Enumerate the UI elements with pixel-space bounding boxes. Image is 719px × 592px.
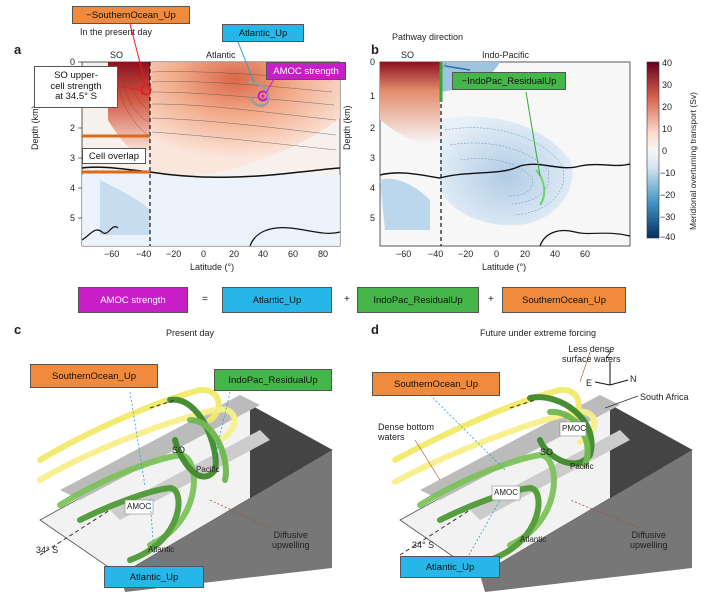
panel-d-label-diffusive: Diffusive upwelling (630, 530, 668, 550)
panel-d-box-southern-ocean-up: SouthernOcean_Up (372, 372, 500, 396)
panel-d-label-south-africa: South Africa (640, 392, 689, 402)
panel-a-letter: a (14, 42, 22, 57)
panel-a-ytick: 4 (70, 183, 76, 193)
compass-n: N (630, 374, 637, 384)
panel-b-xtick: −20 (458, 249, 474, 259)
colorbar-tick: 30 (662, 80, 673, 90)
panel-c-box-southern-ocean-up: SouthernOcean_Up (30, 364, 158, 388)
colorbar-tick: −10 (660, 168, 676, 178)
panel-d-label-so: SO (540, 447, 554, 457)
compass-z: Z (606, 350, 612, 360)
panel-a-xtick: 40 (258, 249, 269, 259)
panel-b-xtick: 40 (550, 249, 561, 259)
panel-c-schematic (37, 386, 333, 592)
compass-e: E (586, 378, 593, 388)
panel-d-title: Future under extreme forcing (480, 328, 597, 338)
panel-b-ytick: 4 (370, 183, 376, 193)
callout-indopac-residualup: −IndoPac_ResidualUp (452, 72, 566, 90)
panel-d-box-atlantic-up: Atlantic_Up (400, 556, 500, 578)
panel-b-region-indopacific: Indo-Pacific (482, 50, 530, 60)
colorbar-tick: −30 (660, 212, 676, 222)
panel-b-ytick: 1 (370, 91, 376, 101)
panel-b-ylabel: Depth (km) (342, 105, 352, 150)
panel-c-label-atlantic: Atlantic (148, 545, 175, 554)
panel-d-label-atlantic: Atlantic (520, 535, 547, 544)
panel-d-label-pmoc: PMOC (562, 424, 586, 433)
panel-a-ylabel: Depth (km) (30, 105, 40, 150)
panel-c-box-indopac-residualup: IndoPac_ResidualUp (214, 369, 332, 391)
panel-c-label-34s: 34° S (36, 545, 59, 555)
panel-c-label-amoc: AMOC (127, 502, 151, 511)
panel-b-xlabel: Latitude (°) (482, 262, 527, 272)
colorbar-tick: 0 (662, 146, 668, 156)
panel-a-xtick: 20 (229, 249, 240, 259)
panel-b-region-so: SO (401, 50, 415, 60)
panel-a-xtick: −40 (136, 249, 152, 259)
panel-b-xtick: 60 (580, 249, 591, 259)
callout-cell-overlap: Cell overlap (82, 148, 146, 164)
equation-plus: + (344, 294, 350, 305)
equation-southern-ocean-up: SouthernOcean_Up (502, 287, 626, 313)
panel-c-label-pacific: Pacific (196, 465, 220, 474)
colorbar-tick: −20 (660, 190, 676, 200)
panel-a-xtick: 0 (201, 249, 207, 259)
panel-d-label-amoc: AMOC (494, 488, 518, 497)
panel-b-xtick: 0 (494, 249, 500, 259)
colorbar-label: Meridional overturning transport (Sv) (688, 92, 698, 230)
equation-plus: + (488, 294, 494, 305)
panel-b-xtick: −60 (396, 249, 412, 259)
panel-a-ytick: 5 (70, 213, 76, 223)
panel-a-region-atlantic: Atlantic (206, 50, 236, 60)
callout-amoc-strength: AMOC strength (266, 62, 346, 80)
colorbar-tick: 10 (662, 124, 673, 134)
panel-c-box-atlantic-up: Atlantic_Up (104, 566, 204, 588)
callout-pathway-direction: Pathway direction (392, 32, 464, 42)
panel-a-xtick: −60 (104, 249, 120, 259)
panel-b-ytick: 0 (370, 57, 376, 67)
panel-b-ytick: 5 (370, 213, 376, 223)
panel-c-label-diffusive: Diffusive upwelling (272, 530, 310, 550)
equation-atlantic-up: Atlantic_Up (222, 287, 332, 313)
panel-c-title: Present day (166, 328, 215, 338)
panel-b-xtick: −40 (428, 249, 444, 259)
colorbar-tick: 40 (662, 58, 673, 68)
panel-d-label-dense-bottom: Dense bottom waters (378, 422, 435, 442)
panel-c-label-so: SO (172, 445, 186, 455)
panel-b-ytick: 3 (370, 153, 376, 163)
panel-a-ytick: 0 (70, 57, 76, 67)
panel-b-xtick: 20 (520, 249, 531, 259)
colorbar (646, 61, 660, 239)
panel-a-xtick: −20 (166, 249, 182, 259)
panel-a-xlabel: Latitude (°) (190, 262, 235, 272)
colorbar-tick: −40 (660, 232, 676, 242)
equation-amoc-strength: AMOC strength (78, 287, 188, 313)
callout-present-day: In the present day (80, 27, 153, 37)
panel-a-xtick: 60 (288, 249, 299, 259)
callout-atlantic-up: Atlantic_Up (222, 24, 304, 42)
panel-d-label-34s: 34° S (412, 540, 435, 550)
equation-equals: = (202, 294, 208, 305)
callout-southern-ocean-up: −SouthernOcean_Up (72, 6, 190, 24)
panel-a-ytick: 3 (70, 153, 76, 163)
panel-a-region-so: SO (110, 50, 124, 60)
equation-indopac-residualup: IndoPac_ResidualUp (357, 287, 479, 313)
colorbar-tick: 20 (662, 102, 673, 112)
panel-a-xtick: 80 (318, 249, 329, 259)
callout-so-upper-cell: SO upper- cell strength at 34.5° S (34, 66, 118, 108)
panel-b-ytick: 2 (370, 123, 376, 133)
panel-b-letter: b (371, 42, 379, 57)
panel-c-letter: c (14, 322, 22, 337)
panel-a-ytick: 2 (70, 123, 76, 133)
panel-d-label-pacific: Pacific (570, 462, 594, 471)
panel-d-label-less-dense: Less dense surface waters (562, 344, 621, 364)
panel-d-letter: d (371, 322, 379, 337)
